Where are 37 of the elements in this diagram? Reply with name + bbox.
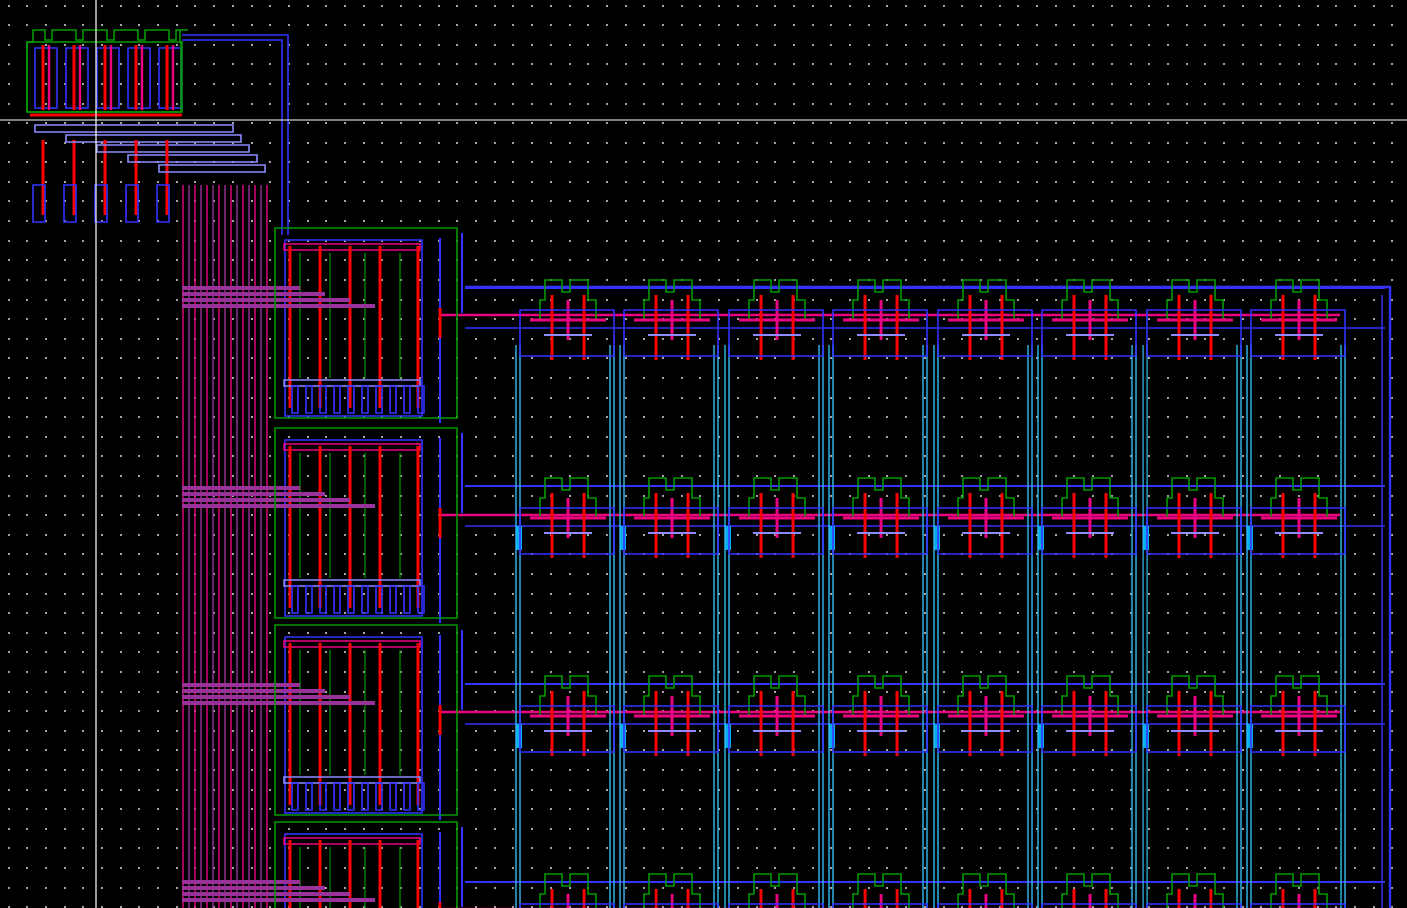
memory-cell (937, 903, 1033, 908)
memory-cell (623, 705, 719, 753)
memory-cell (1041, 705, 1137, 753)
memory-cell (519, 903, 615, 908)
memory-cell (728, 507, 824, 555)
memory-cell (728, 705, 824, 753)
memory-cell (1250, 903, 1346, 908)
memory-cell (728, 903, 824, 908)
decoder-block (274, 427, 458, 619)
memory-cell (1041, 903, 1137, 908)
memory-cell (1146, 903, 1242, 908)
memory-cell (728, 309, 824, 357)
memory-cell (937, 705, 1033, 753)
memory-cell (832, 507, 928, 555)
memory-cell (623, 309, 719, 357)
memory-cell (623, 507, 719, 555)
memory-cell (1146, 507, 1242, 555)
memory-cell (1146, 309, 1242, 357)
memory-cell (519, 705, 615, 753)
memory-cell (937, 309, 1033, 357)
memory-cell (1250, 309, 1346, 357)
memory-cell (937, 507, 1033, 555)
decoder-block (274, 821, 458, 908)
memory-cell (832, 903, 928, 908)
memory-cell (519, 309, 615, 357)
memory-cell (1041, 507, 1137, 555)
memory-cell (1041, 309, 1137, 357)
decoder-block (274, 624, 458, 816)
memory-cell (1146, 705, 1242, 753)
memory-cell (832, 309, 928, 357)
memory-cell (832, 705, 928, 753)
memory-cell (1250, 705, 1346, 753)
transistor-block (26, 41, 182, 113)
memory-cell (623, 903, 719, 908)
decoder-block (274, 227, 458, 419)
memory-cell (519, 507, 615, 555)
memory-cell (1250, 507, 1346, 555)
